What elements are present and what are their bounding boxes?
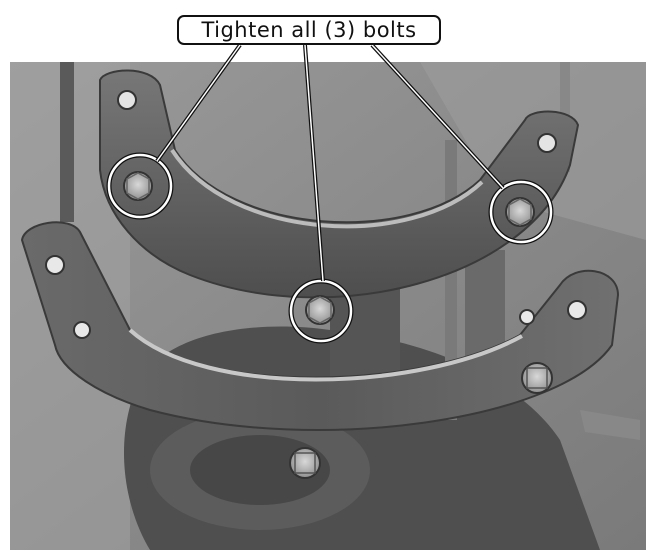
- side-handle: [580, 410, 640, 440]
- upper-bracket: [99, 69, 580, 299]
- post-left: [60, 62, 74, 222]
- bolt-right-highlighted: [488, 179, 554, 245]
- leader-lines: [155, 43, 505, 282]
- bolt-lower-right: [521, 362, 553, 394]
- lower-bracket-hole-right-bottom: [519, 309, 535, 325]
- lower-bracket-hole-left-bottom: [73, 321, 91, 339]
- lower-bracket-rim: [128, 328, 523, 382]
- lower-bracket-hole-left-top: [45, 255, 65, 275]
- upper-bracket-hole-right: [537, 133, 557, 153]
- bolt-left-highlighted: [106, 152, 174, 220]
- bolt-base: [289, 447, 321, 479]
- callout-label: Tighten all (3) bolts: [177, 15, 441, 45]
- lower-bracket-hole-right-top: [567, 300, 587, 320]
- upper-bracket-hole-left: [117, 90, 137, 110]
- upper-bracket-rim: [170, 148, 484, 229]
